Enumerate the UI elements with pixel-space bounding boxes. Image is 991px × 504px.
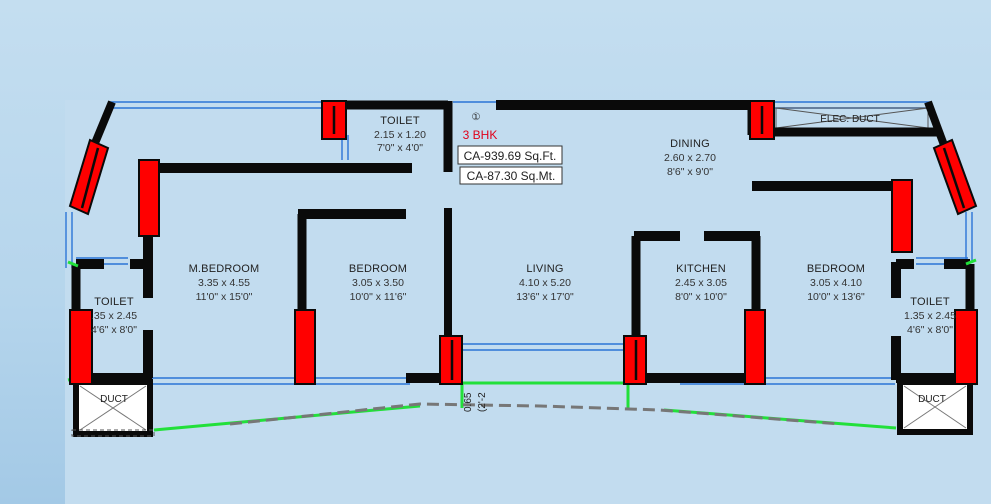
room-imperial: 7'0" x 4'0" <box>377 142 423 154</box>
room-name: DINING <box>670 138 710 150</box>
duct-left-label: DUCT <box>100 394 128 405</box>
room-name: TOILET <box>94 296 134 308</box>
room-name: LIVING <box>526 263 563 275</box>
room-name: TOILET <box>380 115 420 127</box>
carpet-area-sqmt: CA-87.30 Sq.Mt. <box>467 169 556 183</box>
bhk-label: 3 BHK <box>463 128 498 142</box>
balcony-dim-imperial: (2'-2 <box>477 392 488 412</box>
room-bedroom-right: BEDROOM 3.05 x 4.10 10'0" x 13'6" <box>807 263 865 303</box>
room-bedroom-left: BEDROOM 3.05 x 3.50 10'0" x 11'6" <box>349 263 407 303</box>
room-name: M.BEDROOM <box>189 263 260 275</box>
carpet-area-box-sqft <box>457 145 563 165</box>
room-metric: 2.60 x 2.70 <box>664 152 716 164</box>
room-master-bedroom: M.BEDROOM 3.35 x 4.55 11'0" x 15'0" <box>189 263 260 303</box>
room-name: TOILET <box>910 296 950 308</box>
carpet-area-box-sqmt <box>459 166 563 185</box>
room-imperial: 13'6" x 17'0" <box>516 291 574 303</box>
room-toilet-top: TOILET 2.15 x 1.20 7'0" x 4'0" <box>374 115 426 154</box>
room-imperial: 4'6" x 8'0" <box>907 324 953 336</box>
duct-right-label: DUCT <box>918 394 946 405</box>
room-metric: 2.15 x 1.20 <box>374 129 426 141</box>
room-living: LIVING 4.10 x 5.20 13'6" x 17'0" <box>516 263 574 303</box>
columns <box>69 100 978 385</box>
room-metric: 3.35 x 4.55 <box>198 277 250 289</box>
balcony-dashed-line <box>229 402 841 426</box>
room-metric: 1.35 x 2.45 <box>904 310 956 322</box>
room-metric: .35 x 2.45 <box>91 310 137 322</box>
duct-right: DUCT <box>897 379 973 435</box>
plan-marker: ① <box>472 112 481 123</box>
room-metric: 2.45 x 3.05 <box>675 277 727 289</box>
room-imperial: 8'0" x 10'0" <box>675 291 727 303</box>
room-imperial: 11'0" x 15'0" <box>196 291 253 303</box>
elec-duct-label: ELEC. DUCT <box>820 114 879 125</box>
room-name: BEDROOM <box>349 263 407 275</box>
room-toilet-left: TOILET .35 x 2.45 4'6" x 8'0" <box>91 296 137 336</box>
room-dining: DINING 2.60 x 2.70 8'6" x 9'0" <box>664 138 716 178</box>
room-metric: 3.05 x 3.50 <box>352 277 404 289</box>
room-imperial: 10'0" x 11'6" <box>350 291 407 303</box>
room-kitchen: KITCHEN 2.45 x 3.05 8'0" x 10'0" <box>675 263 727 303</box>
duct-left: DUCT <box>71 379 155 437</box>
room-metric: 4.10 x 5.20 <box>519 277 571 289</box>
room-imperial: 8'6" x 9'0" <box>667 166 713 178</box>
walls <box>71 100 975 383</box>
drawing-paper <box>65 100 991 504</box>
carpet-area-sqft: CA-939.69 Sq.Ft. <box>464 149 557 163</box>
room-imperial: 4'6" x 8'0" <box>91 324 137 336</box>
column-inner-lines <box>80 106 966 380</box>
room-name: KITCHEN <box>676 263 726 275</box>
room-metric: 3.05 x 4.10 <box>810 277 862 289</box>
room-imperial: 10'0" x 13'6" <box>807 291 865 303</box>
room-name: BEDROOM <box>807 263 865 275</box>
balcony-dim-metric: 0.65 <box>463 392 474 412</box>
room-toilet-right: TOILET 1.35 x 2.45 4'6" x 8'0" <box>904 296 956 336</box>
